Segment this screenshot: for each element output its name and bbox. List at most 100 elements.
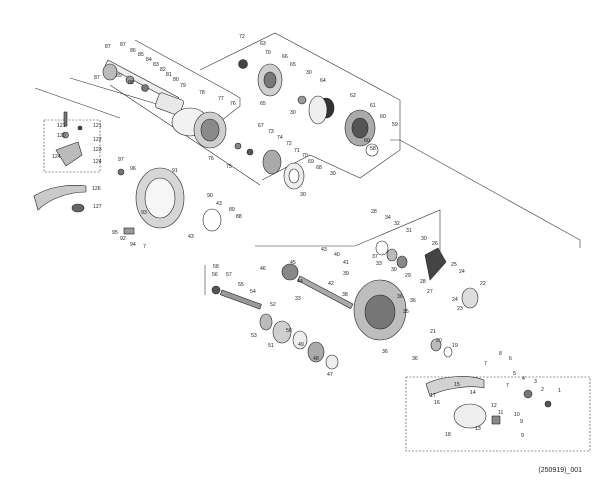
part-number-label: 81: [166, 72, 172, 78]
part-number-label: 70: [265, 50, 271, 56]
part-number-label: 3: [534, 379, 537, 385]
handle-lever: [425, 376, 485, 397]
side-plate-parts: [238, 59, 379, 157]
part-number-label: 43: [188, 234, 194, 240]
pinion-collar: [259, 313, 273, 331]
part-number-label: 51: [268, 343, 274, 349]
brake-ring-inner: [288, 168, 300, 184]
spool-body: [155, 92, 184, 116]
part-number-label: 65: [290, 62, 296, 68]
part-number-label: 47: [327, 372, 333, 378]
main-gear: [364, 294, 396, 330]
part-number-label: 18: [445, 432, 451, 438]
part-number-label: 9: [521, 433, 524, 439]
part-number-label: 94: [130, 242, 136, 248]
frame-screw: [117, 168, 125, 176]
brake-washer-b: [246, 148, 254, 156]
part-number-label: 25: [451, 262, 457, 268]
part-number-label: 30: [306, 70, 312, 76]
frame-parts: [117, 167, 222, 235]
part-number-label: 34: [385, 215, 391, 221]
part-number-label: 76: [208, 156, 214, 162]
drive-shaft: [297, 275, 354, 309]
part-number-label: 43: [321, 247, 327, 253]
part-number-label: 85: [138, 52, 144, 58]
part-number-label: 72: [286, 141, 292, 147]
part-number-label: 126: [92, 186, 101, 192]
part-number-label: 79: [180, 83, 186, 89]
frame-right-sideplate: [390, 139, 581, 248]
part-number-label: 20: [436, 338, 442, 344]
part-number-label: 38: [342, 292, 348, 298]
part-number-label: 16: [434, 400, 440, 406]
part-number-label: 61: [370, 103, 376, 109]
part-number-label: 70: [302, 153, 308, 159]
part-number-label: 122: [93, 137, 102, 143]
part-number-label: 80: [173, 77, 179, 83]
part-number-label: 60: [380, 114, 386, 120]
part-number-label: 75: [226, 164, 232, 170]
part-number-label: 55: [238, 282, 244, 288]
part-number-label: 93: [141, 210, 147, 216]
frame-body-inner: [144, 177, 176, 219]
part-number-label: 24: [459, 269, 465, 275]
part-number-label: 63: [260, 41, 266, 47]
pinion-bearing: [211, 285, 221, 295]
part-number-label: 1: [558, 388, 561, 394]
part-number-label: 49: [298, 342, 304, 348]
part-number-label: 11: [498, 410, 503, 416]
part-number-label: 10: [514, 412, 520, 418]
part-number-label: 66: [282, 54, 288, 60]
frame-ring: [202, 208, 222, 232]
part-number-label: 73: [268, 129, 274, 135]
part-number-label: 53: [251, 333, 257, 339]
part-number-label: 87: [94, 75, 100, 81]
spool-collar: [125, 75, 135, 85]
part-number-label: 76: [230, 101, 236, 107]
part-number-label: 121: [93, 123, 102, 129]
part-number-label: 87: [105, 44, 111, 50]
part-number-label: 96: [130, 166, 136, 172]
part-number-label: 97: [118, 157, 124, 163]
part-number-label: 17: [430, 393, 436, 399]
side-plate-inner: [351, 117, 369, 139]
part-number-label: 90: [207, 193, 213, 199]
drive-disc-3: [307, 341, 325, 363]
part-number-label: 88: [236, 214, 242, 220]
part-number-label: 30: [391, 267, 397, 273]
part-number-label: 123: [93, 147, 102, 153]
part-number-label: 36: [397, 294, 403, 300]
part-number-label: 92: [120, 236, 126, 242]
part-number-label: 78: [199, 90, 205, 96]
part-number-label: 7: [506, 383, 509, 389]
part-number-label: 88: [128, 80, 134, 86]
part-number-label: 48: [313, 356, 319, 362]
brake-washer-a: [234, 142, 242, 150]
handle-nut: [491, 415, 501, 425]
part-number-label: 32: [394, 221, 400, 227]
part-number-label: 27: [427, 289, 433, 295]
spool-bearing: [102, 63, 118, 81]
part-number-label: 87: [120, 42, 126, 48]
part-number-label: 9: [520, 419, 523, 425]
part-number-label: 15: [454, 382, 460, 388]
part-number-label: 86: [130, 48, 136, 54]
handle-seal: [71, 203, 85, 213]
part-number-label: 50: [286, 328, 292, 334]
part-number-label: 89: [116, 73, 122, 79]
part-number-label: 121: [57, 123, 66, 129]
knob-nut: [77, 125, 83, 131]
part-number-label: 64: [320, 78, 326, 84]
part-number-label: 59: [392, 122, 398, 128]
part-number-label: 33: [376, 261, 382, 267]
side-collar: [297, 95, 307, 105]
part-number-label: 41: [343, 260, 349, 266]
drag-cover: [461, 287, 479, 309]
part-number-label: 89: [229, 207, 235, 213]
knob-bolt: [63, 111, 68, 127]
handle-arm: [33, 185, 87, 211]
part-number-label: 23: [457, 306, 463, 312]
part-number-label: 19: [452, 343, 458, 349]
knob-body: [55, 141, 83, 167]
